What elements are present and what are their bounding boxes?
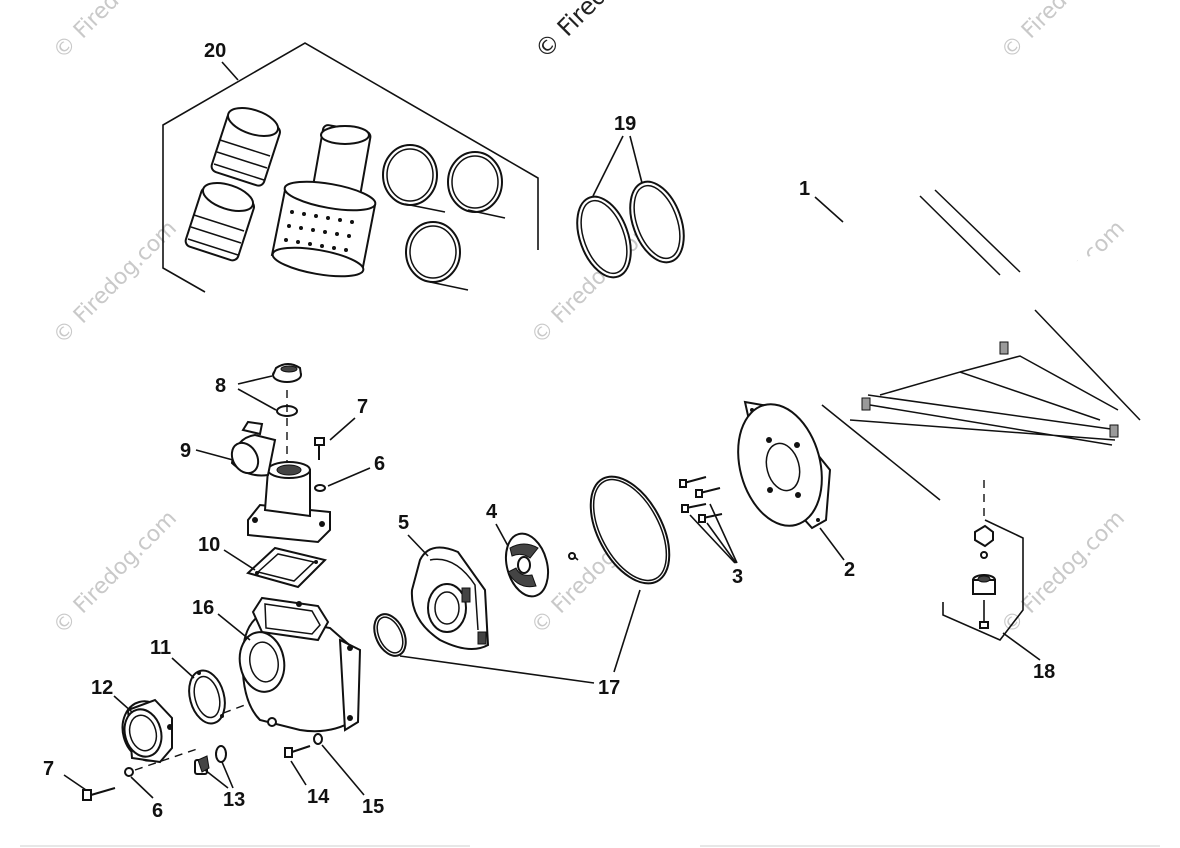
leader-3 [706, 522, 737, 564]
hose-clamp [447, 151, 506, 219]
leader-8 [237, 388, 277, 411]
leader-6 [130, 776, 154, 799]
volute-gasket [589, 475, 671, 585]
leader-11 [171, 657, 195, 679]
leader-13 [221, 761, 234, 789]
leader-16 [217, 613, 251, 641]
elbow-gasket [246, 546, 327, 589]
mount-hardware [942, 519, 1024, 641]
cover-washer [124, 767, 134, 777]
callout-7: 7 [357, 396, 368, 418]
o-ring-small [373, 613, 407, 657]
wear-plate [410, 546, 490, 650]
leader-15 [321, 744, 365, 796]
watermark-main: © Firedog.com [529, 0, 675, 64]
hose-coupling-lower [184, 182, 256, 262]
callout-6: 6 [152, 800, 163, 822]
leader-7 [63, 774, 87, 791]
leader-10 [223, 549, 256, 571]
suction-strainer [270, 124, 377, 278]
elbow-bolt [314, 437, 325, 460]
leader-19 [592, 135, 624, 197]
callout-11: 11 [150, 637, 171, 659]
callout-13: 13 [223, 789, 245, 811]
callout-10: 10 [198, 534, 220, 556]
pump-housing [238, 596, 362, 733]
watermark-tile: © Firedog.com [49, 0, 182, 64]
leader-12 [113, 695, 133, 713]
fill-cap [272, 363, 302, 383]
leader-3 [709, 503, 738, 564]
watermark-tile: © Firedog.com [997, 0, 1130, 64]
watermark-tile: © Firedog.com [49, 216, 182, 349]
callout-19: 19 [614, 113, 636, 135]
leader-2 [819, 527, 845, 561]
kit-bracket [162, 42, 539, 293]
drain-plug [194, 745, 227, 775]
leader-9 [195, 449, 234, 461]
cover-bolt [82, 787, 116, 801]
pump-frame [810, 167, 1142, 501]
o-ring-pair [576, 180, 685, 279]
callout-15: 15 [362, 796, 384, 818]
callout-4: 4 [486, 501, 498, 523]
callout-9: 9 [180, 440, 191, 462]
discharge-elbow [230, 420, 331, 544]
inlet-cover [121, 698, 173, 764]
callout-14: 14 [307, 786, 330, 808]
leader-13 [204, 769, 229, 789]
leader-17 [613, 589, 641, 673]
leader-5 [407, 534, 429, 557]
leader-17 [399, 655, 595, 684]
leader-20 [221, 61, 239, 81]
kit-bracket-18 [942, 519, 1024, 641]
hose-coupling-upper [210, 107, 281, 187]
leader-6 [327, 467, 371, 487]
callout-5: 5 [398, 512, 409, 534]
housing-washer [313, 733, 323, 745]
axis-line [134, 747, 201, 771]
mounting-bolts [679, 476, 723, 523]
callout-8: 8 [215, 375, 226, 397]
impeller [504, 532, 579, 598]
callout-20: 20 [204, 40, 226, 62]
leader-19 [629, 135, 643, 184]
adapter-plate [737, 400, 832, 530]
inlet-gasket [188, 669, 226, 725]
callout-7: 7 [43, 758, 54, 780]
elbow-washer [314, 484, 326, 492]
callout-18: 18 [1033, 661, 1055, 683]
housing-bolt [284, 745, 311, 758]
callout-1: 1 [799, 178, 810, 200]
callout-16: 16 [192, 597, 214, 619]
hose-kit-group [162, 42, 539, 293]
leader-7 [329, 417, 356, 441]
callout-12: 12 [91, 677, 113, 699]
leader-1 [814, 196, 844, 223]
leader-4 [495, 523, 509, 547]
leader-18 [1002, 632, 1041, 661]
hose-clamp [405, 221, 469, 291]
watermark-tile: © Firedog.com [49, 506, 182, 639]
callout-17: 17 [598, 677, 620, 699]
callout-2: 2 [844, 559, 855, 581]
callout-3: 3 [732, 566, 743, 588]
leader-3 [689, 514, 736, 564]
leader-8 [237, 375, 273, 385]
hose-clamp [382, 144, 446, 213]
strainer-holes [284, 210, 354, 252]
leader-14 [290, 760, 307, 786]
callout-6: 6 [374, 453, 385, 475]
